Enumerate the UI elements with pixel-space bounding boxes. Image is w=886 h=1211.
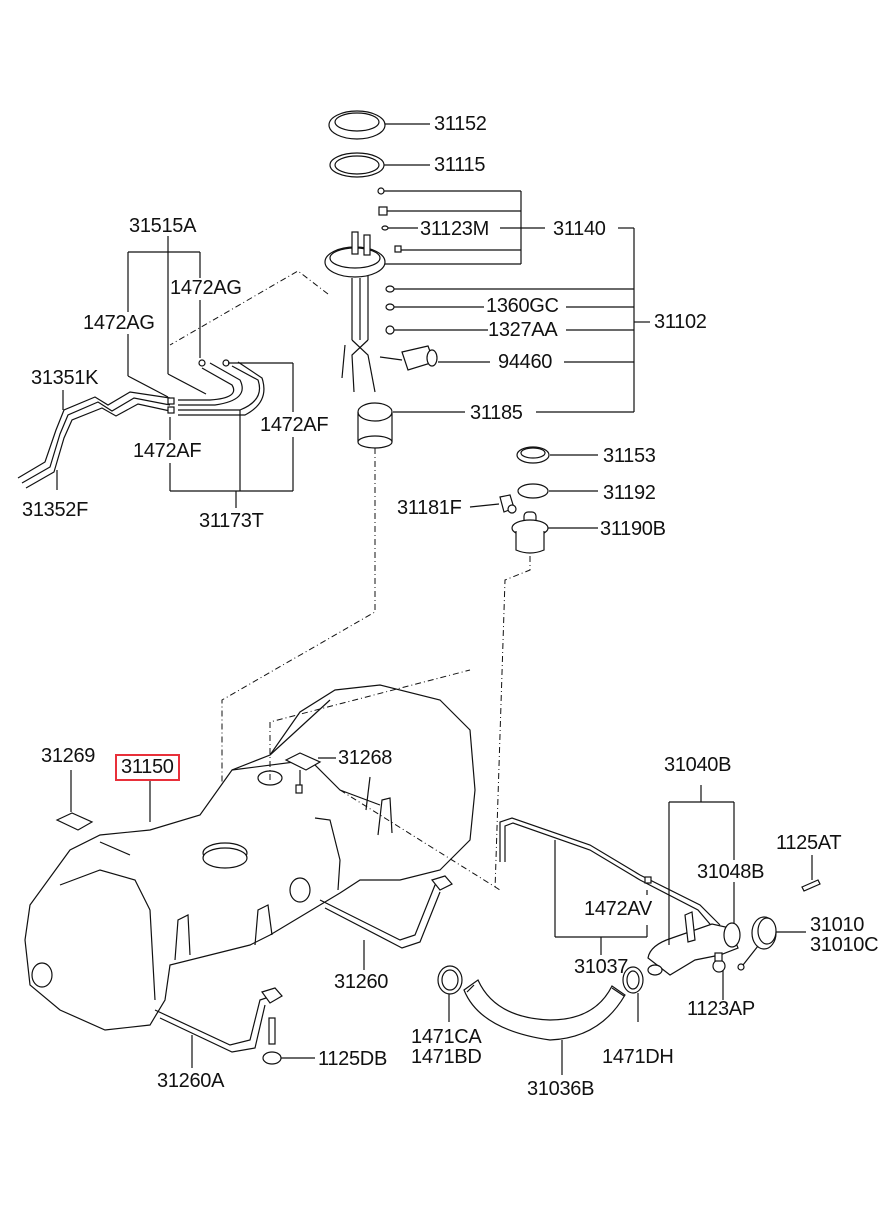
part-label-31010C[interactable]: 31010C xyxy=(810,934,879,956)
part-label-1472AF[interactable]: 1472AF xyxy=(260,414,329,436)
bolt-1125DB[interactable] xyxy=(262,1017,282,1065)
bolt-1125AT[interactable] xyxy=(801,879,821,892)
part-label-1472AV[interactable]: 1472AV xyxy=(584,898,652,920)
fuel-tank-31150[interactable] xyxy=(24,684,476,1031)
part-label-31351K[interactable]: 31351K xyxy=(31,367,99,389)
gasket-31192[interactable] xyxy=(517,483,549,499)
part-label-31123M[interactable]: 31123M xyxy=(420,218,489,240)
part-label-1125AT[interactable]: 1125AT xyxy=(776,832,842,854)
part-label-1471CA[interactable]: 1471CA xyxy=(411,1026,482,1048)
fuel-hoses-31173T[interactable] xyxy=(167,359,265,416)
lock-ring-31153[interactable] xyxy=(516,446,550,464)
filler-neck-31048B[interactable] xyxy=(647,911,741,976)
fuel-pump-flange[interactable] xyxy=(324,231,386,393)
filler-hose-31036B[interactable] xyxy=(463,979,626,1041)
sender-31181F[interactable] xyxy=(499,494,517,514)
part-label-31190B[interactable]: 31190B xyxy=(600,518,666,540)
pad-31268[interactable] xyxy=(284,752,322,794)
part-label-31010[interactable]: 31010 xyxy=(810,914,865,936)
vent-tube-31037[interactable] xyxy=(499,817,721,931)
part-label-31150-highlighted[interactable]: 31150 xyxy=(115,754,180,781)
part-label-31140[interactable]: 31140 xyxy=(553,218,606,240)
part-label-31185[interactable]: 31185 xyxy=(470,402,523,424)
part-label-31268[interactable]: 31268 xyxy=(338,747,393,769)
fuel-sender-94460[interactable] xyxy=(379,345,438,371)
part-label-31048B[interactable]: 31048B xyxy=(697,861,765,883)
lock-ring-31152[interactable] xyxy=(328,110,386,140)
part-label-31515A[interactable]: 31515A xyxy=(129,215,197,237)
part-label-31181F[interactable]: 31181F xyxy=(397,497,462,519)
part-label-31102[interactable]: 31102 xyxy=(654,311,707,333)
sender-unit-31190B[interactable] xyxy=(511,511,549,554)
part-label-31260A[interactable]: 31260A xyxy=(157,1070,225,1092)
pad-31269[interactable] xyxy=(55,812,94,831)
screw-1123AP[interactable] xyxy=(712,952,726,973)
fuel-line-31351K[interactable] xyxy=(17,391,171,489)
clamp-1471CA[interactable] xyxy=(437,965,463,995)
part-label-31152[interactable]: 31152 xyxy=(434,113,487,135)
part-label-1327AA[interactable]: 1327AA xyxy=(488,319,558,341)
part-label-31192[interactable]: 31192 xyxy=(603,482,656,504)
part-label-31260[interactable]: 31260 xyxy=(334,971,389,993)
part-label-31352F[interactable]: 31352F xyxy=(22,499,89,521)
part-label-1471DH[interactable]: 1471DH xyxy=(602,1046,674,1068)
part-label-1472AF[interactable]: 1472AF xyxy=(133,440,202,462)
part-label-31153[interactable]: 31153 xyxy=(603,445,656,467)
part-label-1471BD[interactable]: 1471BD xyxy=(411,1046,482,1068)
strap-31260A[interactable] xyxy=(154,987,283,1053)
part-label-1123AP[interactable]: 1123AP xyxy=(687,998,755,1020)
strap-31260[interactable] xyxy=(319,875,453,949)
part-label-31115[interactable]: 31115 xyxy=(434,154,486,176)
gasket-31115[interactable] xyxy=(329,152,385,178)
fuel-filter-31185[interactable] xyxy=(357,402,393,449)
part-label-31173T[interactable]: 31173T xyxy=(199,510,264,532)
part-label-31040B[interactable]: 31040B xyxy=(664,754,732,776)
clamp-1471DH[interactable] xyxy=(622,966,644,994)
part-label-31036B[interactable]: 31036B xyxy=(527,1078,595,1100)
part-label-1472AG[interactable]: 1472AG xyxy=(83,312,155,334)
part-label-94460[interactable]: 94460 xyxy=(498,351,553,373)
fuel-cap-31010[interactable] xyxy=(737,916,777,971)
part-label-1472AG[interactable]: 1472AG xyxy=(170,277,242,299)
part-label-31269[interactable]: 31269 xyxy=(41,745,96,767)
part-label-1360GC[interactable]: 1360GC xyxy=(486,295,559,317)
part-label-31037[interactable]: 31037 xyxy=(574,956,629,978)
part-label-1125DB[interactable]: 1125DB xyxy=(318,1048,387,1070)
